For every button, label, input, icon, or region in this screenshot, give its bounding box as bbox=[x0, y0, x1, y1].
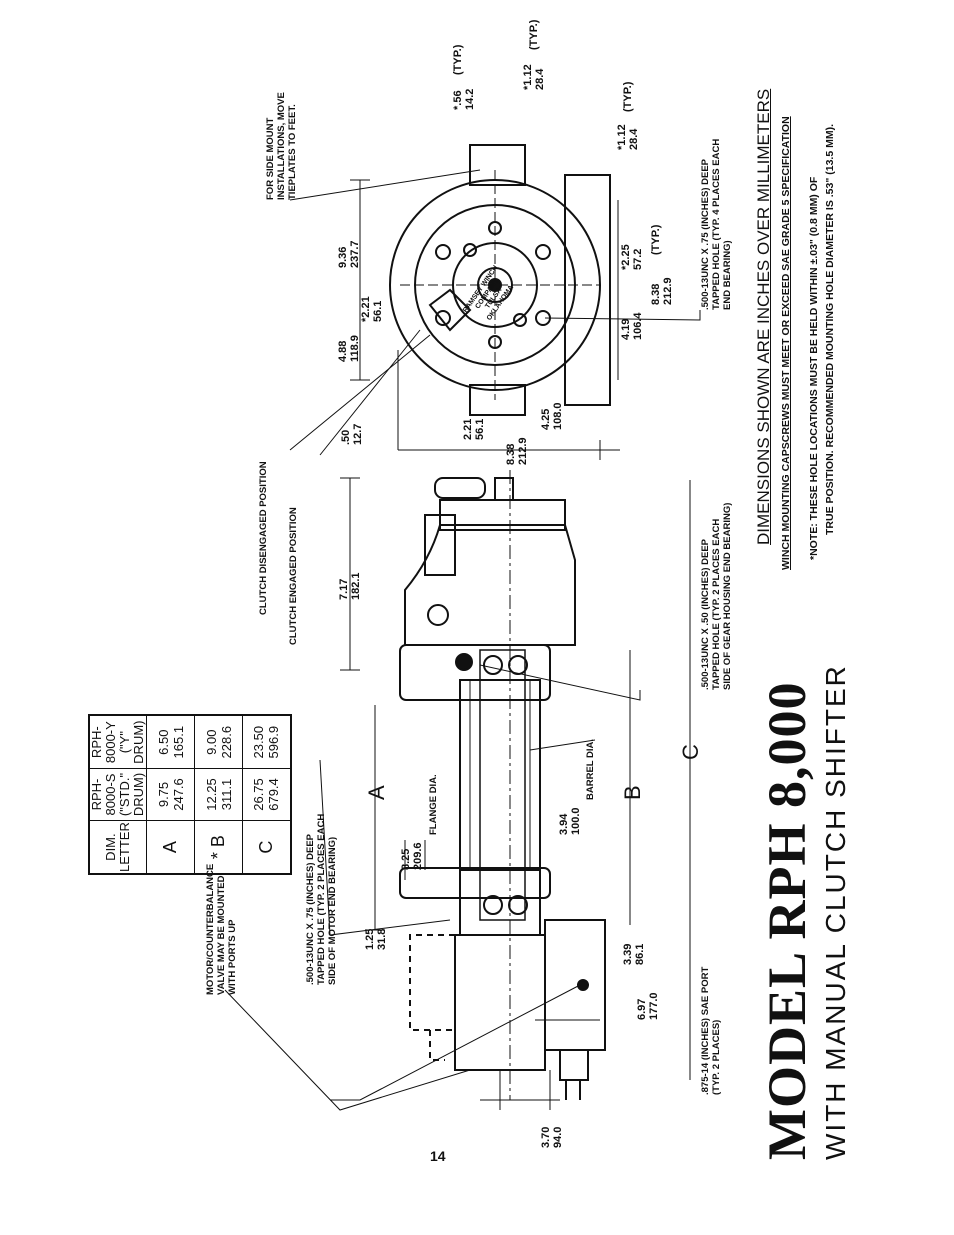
note-line-2: TRUE POSITION. RECOMMENDED MOUNTING HOLE… bbox=[824, 123, 836, 535]
motor-port-block bbox=[544, 919, 606, 1051]
dim-typ-2: (TYP.) bbox=[452, 44, 464, 75]
dimension-table-wrap: DIM. LETTER RPH-8000-S ("STD." DRUM) RPH… bbox=[88, 714, 292, 875]
table-header-dim: DIM. LETTER bbox=[89, 820, 147, 874]
table-header-y: RPH-8000-Y ("Y" DRUM) bbox=[89, 715, 147, 769]
page-number: 14 bbox=[430, 1148, 446, 1164]
gear-housing bbox=[404, 524, 576, 646]
table-header-s: RPH-8000-S ("STD." DRUM) bbox=[89, 768, 147, 821]
callout-clutch-engaged: CLUTCH ENGAGED POSITION bbox=[288, 507, 299, 645]
motor-end-bearing bbox=[459, 869, 541, 936]
dim-typ-1: (TYP.) bbox=[650, 224, 662, 255]
label-barrel-dia: BARREL DIA. bbox=[585, 738, 596, 800]
label-dim-c: C bbox=[678, 744, 703, 760]
callout-clutch-disengaged: CLUTCH DISENGAGED POSITION bbox=[258, 461, 269, 615]
dim-typ-4: (TYP.) bbox=[622, 81, 634, 112]
title-sub: WITH MANUAL CLUTCH SHIFTER bbox=[820, 664, 851, 1160]
label-dim-a: A bbox=[364, 785, 389, 800]
tieplate bbox=[479, 649, 526, 921]
note-line-1: *NOTE: THESE HOLE LOCATIONS MUST BE HELD… bbox=[808, 176, 820, 560]
dimensions-heading: DIMENSIONS SHOWN ARE INCHES OVER MILLIME… bbox=[754, 88, 773, 545]
drum-flange-motor-side bbox=[399, 867, 551, 899]
motor-body bbox=[454, 934, 546, 1071]
sae-port bbox=[577, 979, 589, 991]
title-main: MODEL RPH 8,000 bbox=[757, 681, 817, 1160]
label-dim-b: B bbox=[620, 785, 645, 800]
dim-typ-3: (TYP.) bbox=[528, 19, 540, 50]
clutch-knob bbox=[427, 604, 449, 626]
drum-flange-gear-side bbox=[399, 644, 551, 701]
callout-sae-port: .875-14 (INCHES) SAE PORT(TYP. 2 PLACES) bbox=[700, 966, 722, 1095]
drum-barrel bbox=[459, 679, 541, 871]
dimension-table: DIM. LETTER RPH-8000-S ("STD." DRUM) RPH… bbox=[88, 714, 292, 875]
label-flange-dia: FLANGE DIA. bbox=[428, 774, 439, 835]
capscrew-spec: WINCH MOUNTING CAPSCREWS MUST MEET OR EX… bbox=[780, 116, 792, 570]
